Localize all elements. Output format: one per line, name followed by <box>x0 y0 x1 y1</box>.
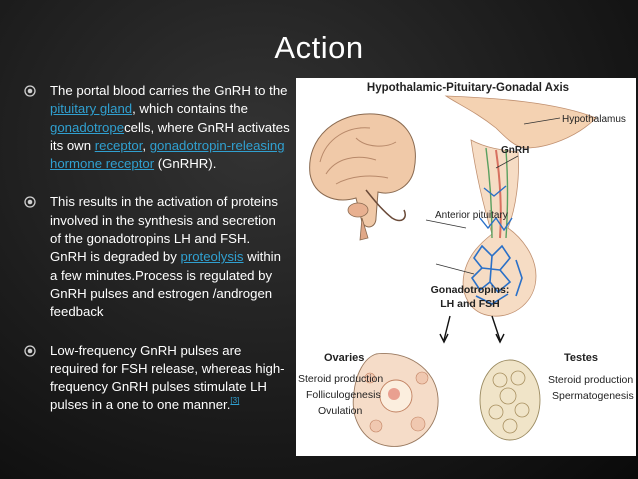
slide-title: Action <box>274 30 364 65</box>
bullet-item-2: This results in the activation of protei… <box>8 193 290 321</box>
link-proteolysis[interactable]: proteolysis <box>180 249 244 265</box>
label-testes: Testes <box>564 352 598 364</box>
bullet-text: within a few minutes.Process is regulate… <box>50 249 281 320</box>
bullet-text: Low-frequency GnRH pulses are required f… <box>50 342 285 413</box>
ovary-function-1: Steroid production <box>298 373 383 385</box>
bullet-item-3: Low-frequency GnRH pulses are required f… <box>8 342 290 415</box>
bullet-item-1: The portal blood carries the GnRH to the… <box>8 82 290 173</box>
figure-heading: Hypothalamic-Pituitary-Gonadal Axis <box>367 82 569 94</box>
link-pituitary-gland[interactable]: pituitary gland <box>50 101 133 117</box>
label-gnrh: GnRH <box>501 145 529 156</box>
bullet-text: , <box>142 137 150 153</box>
bullet-text: cells, where GnRH activates its own <box>50 119 290 153</box>
brain-illustration <box>309 113 416 241</box>
label-ovaries: Ovaries <box>324 352 364 364</box>
bullet-text: The portal blood carries the GnRH to the <box>50 83 288 98</box>
bullet-list: The portal blood carries the GnRH to the… <box>8 82 290 415</box>
link-gonadotrope[interactable]: gonadotrope <box>50 119 125 135</box>
circle-target-icon <box>23 344 37 358</box>
circle-target-icon <box>23 84 37 98</box>
bullet-text: , which contains the <box>132 101 248 117</box>
testis-illustration <box>479 359 541 441</box>
label-anterior-pituitary: Anterior pituitary <box>435 210 508 221</box>
link-receptor[interactable]: receptor <box>94 137 143 153</box>
arrow-down-icon <box>491 315 505 344</box>
testes-function-2: Spermatogenesis <box>552 390 634 402</box>
ovary-illustration <box>352 353 439 447</box>
testes-function-1: Steroid production <box>548 374 633 386</box>
hpg-axis-figure: Hypothalamic-Pituitary-Gonadal Axis Hypo… <box>296 78 636 456</box>
label-gonadotropins-2: LH and FSH <box>440 298 500 310</box>
citation-link[interactable]: [3] <box>230 396 240 406</box>
ovary-function-3: Ovulation <box>318 405 363 417</box>
ovary-function-2: Folliculogenesis <box>306 389 381 401</box>
link-gnrh-receptor[interactable]: gonadotropin-releasing hormone receptor <box>50 137 285 172</box>
bullet-text: (GnRHR). <box>154 156 217 172</box>
label-gonadotropins-1: Gonadotropins: <box>431 284 510 296</box>
arrow-down-icon <box>439 315 451 344</box>
pituitary-illustration <box>444 95 597 317</box>
bullet-text: This results in the activation of protei… <box>50 194 278 265</box>
label-hypothalamus: Hypothalamus <box>562 114 626 125</box>
circle-target-icon <box>23 195 37 209</box>
